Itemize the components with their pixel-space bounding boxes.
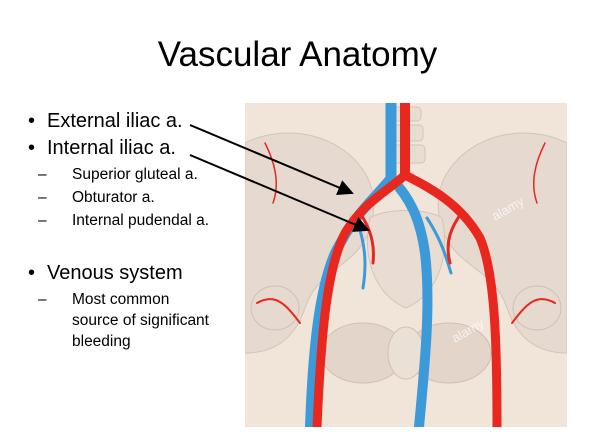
sub-bullet-venous-detail: – Most common source of significant blee… [28, 289, 209, 352]
sub-bullet-text: Superior gluteal a. [72, 166, 198, 183]
bullet-internal-iliac: • Internal iliac a. [28, 135, 209, 162]
bullet-dot: • [28, 137, 36, 159]
bullet-dash: – [38, 189, 47, 206]
sub-bullet-text-line-1: Most common [72, 291, 170, 308]
bullet-dash: – [38, 166, 47, 183]
slide-title: Vascular Anatomy [157, 35, 438, 74]
bullet-dash: – [38, 212, 47, 229]
bullet-list: • External iliac a. • Internal iliac a. … [28, 108, 209, 352]
bullet-text: Venous system [47, 262, 183, 284]
bullet-dot: • [28, 262, 36, 284]
sub-bullet-text-line-3: bleeding [72, 333, 131, 350]
sub-bullet-text-line-2: source of significant [72, 312, 209, 329]
sub-bullet-obturator: – Obturator a. [28, 187, 209, 208]
bullet-external-iliac: • External iliac a. [28, 108, 209, 135]
sub-bullet-text: Obturator a. [72, 189, 155, 206]
bullet-venous-system: • Venous system [28, 260, 209, 287]
bullet-dash: – [38, 291, 47, 308]
sub-bullet-text: Internal pudendal a. [72, 212, 210, 229]
sub-bullet-internal-pudendal: – Internal pudendal a. [28, 210, 209, 231]
bullet-text: Internal iliac a. [47, 137, 176, 159]
pelvic-vascular-illustration: alamy alamy [245, 103, 567, 427]
sub-bullet-superior-gluteal: – Superior gluteal a. [28, 164, 209, 185]
bullet-dot: • [28, 110, 36, 132]
bullet-text: External iliac a. [47, 110, 183, 132]
